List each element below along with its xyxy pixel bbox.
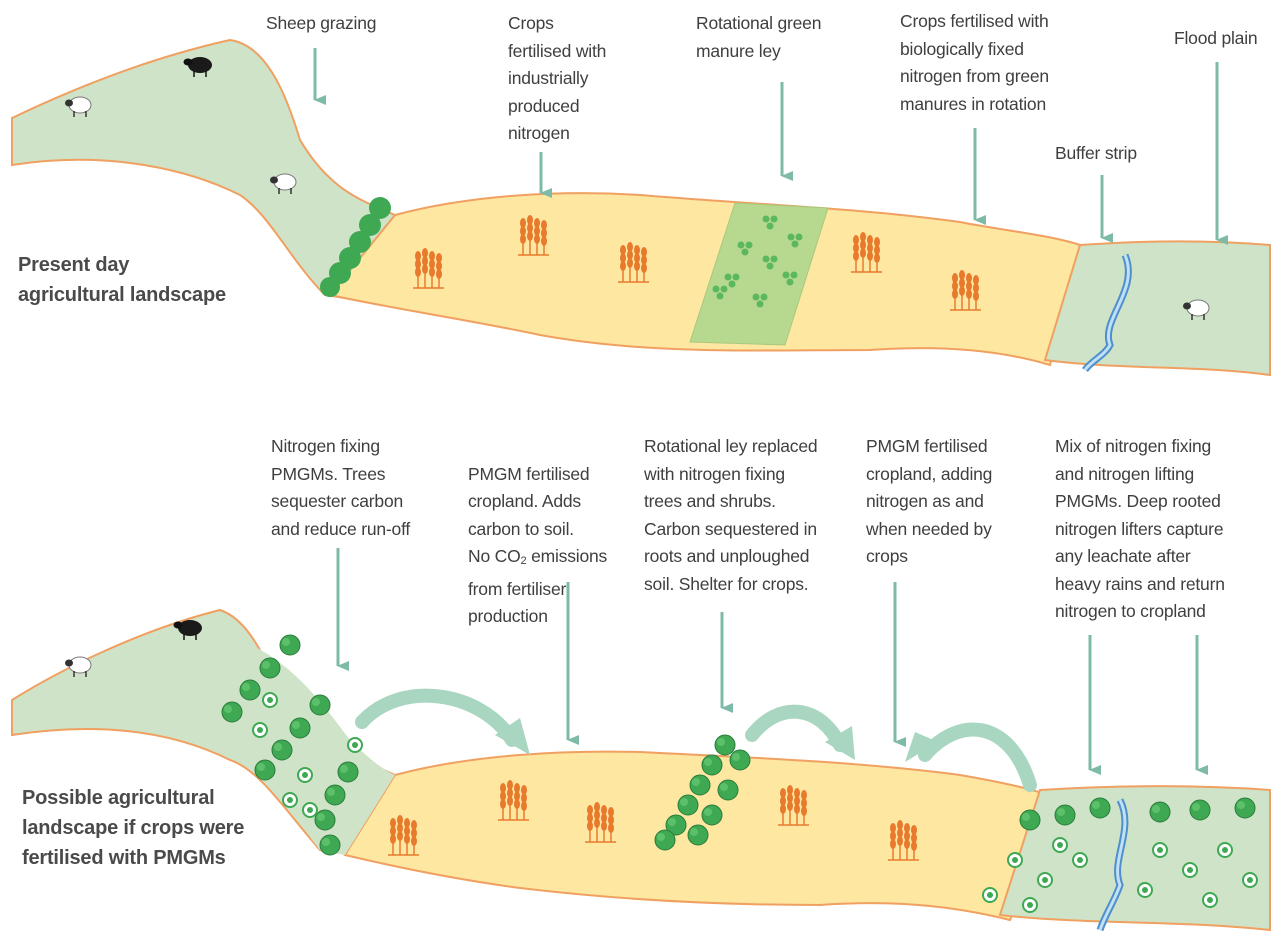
top-flood-plain <box>1045 241 1270 375</box>
label-pmgm-cropland-2: PMGM fertilised cropland, adding nitroge… <box>866 433 992 571</box>
curved-arrow <box>752 712 840 745</box>
label-rotational-ley-replaced: Rotational ley replaced with nitrogen fi… <box>644 433 817 598</box>
top-landscape <box>12 40 1270 375</box>
bottom-side-label: Possible agricultural landscape if crops… <box>22 783 244 873</box>
label-mix-fixing-lifting: Mix of nitrogen fixing and nitrogen lift… <box>1055 433 1225 626</box>
label-pmgm-cropland-1-b-pre: No CO <box>468 546 520 566</box>
top-side-label: Present day agricultural landscape <box>18 250 226 310</box>
label-crops-biological: Crops fertilised with biologically fixed… <box>900 8 1049 118</box>
label-flood-plain: Flood plain <box>1174 25 1257 53</box>
label-pmgm-cropland-1-a: PMGM fertilised cropland. Adds carbon to… <box>468 461 607 544</box>
label-rotational-green-manure: Rotational green manure ley <box>696 10 821 65</box>
curved-arrow <box>362 696 512 740</box>
label-pmgm-cropland-1: PMGM fertilised cropland. Adds carbon to… <box>468 433 607 631</box>
label-sheep-grazing: Sheep grazing <box>266 10 376 38</box>
label-buffer-strip: Buffer strip <box>1055 140 1137 168</box>
label-crops-industrial: Crops fertilised with industrially produ… <box>508 10 606 148</box>
bottom-flood-plain <box>1000 786 1270 930</box>
label-nitrogen-fixing: Nitrogen fixing PMGMs. Trees sequester c… <box>271 433 410 543</box>
